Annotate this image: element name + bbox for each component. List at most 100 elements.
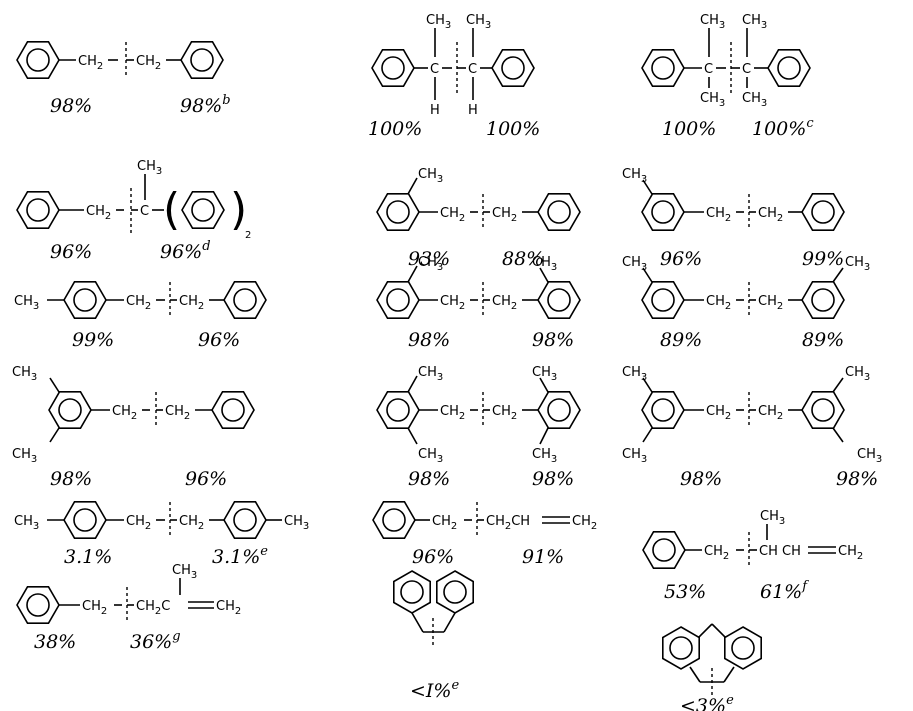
benzene-ring-icon — [223, 280, 267, 320]
svg-text:CH2: CH2 — [706, 294, 731, 312]
svg-text:CH3: CH3 — [466, 13, 491, 31]
yield-left: 100% — [368, 118, 422, 140]
svg-text:C: C — [742, 62, 751, 77]
yield-right: 96% — [185, 468, 227, 490]
yield-left: 98% — [680, 468, 722, 490]
svg-text:CH2: CH2 — [82, 599, 107, 617]
yield-left: 89% — [660, 329, 702, 351]
svg-text:CH2: CH2 — [758, 206, 783, 224]
benzene-ring-icon — [372, 500, 416, 540]
svg-text:CH3: CH3 — [284, 514, 309, 532]
svg-text:CH2: CH2 — [492, 294, 517, 312]
svg-text:CH2: CH2 — [165, 404, 190, 422]
yield-left: 53% — [664, 581, 706, 603]
benzene-ring-icon — [376, 390, 420, 430]
svg-text:C: C — [468, 62, 477, 77]
svg-text:CH2: CH2 — [440, 294, 465, 312]
molecule-3-3-dimethylbibenzyl: CH3 CH2 CH2 CH3 89% 89% — [622, 255, 870, 351]
benzene-ring-icon — [435, 570, 475, 614]
svg-text:(: ( — [163, 184, 180, 235]
yield-right: 98% — [836, 468, 878, 490]
benzene-ring-icon — [371, 48, 415, 87]
molecule-2-6-tetramethylbibenzyl: CH3 CH3 CH2 CH2 CH3 CH3 98% 98% — [376, 365, 581, 490]
benzene-ring-icon — [63, 280, 107, 320]
molecule-3-5-tetramethylbibenzyl: CH3 CH3 CH2 CH2 CH3 CH3 98% 98% — [622, 365, 882, 490]
svg-text:CH2: CH2 — [216, 599, 241, 617]
benzene-ring-icon — [723, 626, 763, 670]
svg-text:CH3: CH3 — [418, 447, 443, 465]
svg-text:CH2: CH2 — [126, 514, 151, 532]
yield-left: 93% — [408, 248, 450, 270]
yield-left: 98% — [408, 329, 450, 351]
yield-right: 98% — [532, 468, 574, 490]
svg-text:CH: CH — [759, 544, 778, 559]
svg-text:CH2: CH2 — [492, 404, 517, 422]
yield-right: <3% — [680, 695, 726, 711]
svg-text:CH2: CH2 — [838, 544, 863, 562]
svg-text:CH3: CH3 — [622, 255, 647, 273]
svg-text:): ) — [230, 184, 247, 235]
molecule-dibenzosuberane: <3%e — [661, 623, 763, 711]
yield-right: 100% — [752, 118, 806, 140]
benzene-ring-icon — [48, 390, 92, 430]
svg-text:CH3: CH3 — [857, 447, 882, 465]
molecule-2-methylbibenzyl: CH3 CH2 CH2 93% 88% — [376, 167, 581, 270]
yield-right: 89% — [802, 329, 844, 351]
svg-text:<3%e: <3%e — [680, 693, 734, 711]
molecule-triphenylpropane: CH2 C CH3 ( ) 2 96% 96%d — [16, 159, 251, 263]
svg-text:CH2: CH2 — [126, 294, 151, 312]
svg-text:CH2: CH2 — [572, 514, 597, 532]
svg-text:CH3: CH3 — [760, 509, 785, 527]
benzene-ring-icon — [537, 280, 581, 320]
yield-right: <I% — [410, 680, 451, 702]
yield-right: 98% — [180, 95, 222, 117]
benzene-ring-icon — [641, 48, 685, 87]
svg-text:H: H — [468, 103, 478, 118]
molecule-bibenzyl: CH2 CH2 98% 98%b — [16, 40, 231, 117]
yield-left: 98% — [50, 95, 92, 117]
molecule-phenylbutene: CH2 CH2CH CH2 96% 91% — [372, 500, 597, 568]
svg-text:CH2: CH2 — [440, 206, 465, 224]
svg-text:CH2: CH2 — [706, 206, 731, 224]
svg-text:2: 2 — [245, 230, 251, 241]
yield-left: 3.1% — [64, 546, 112, 568]
svg-text:CH2: CH2 — [758, 404, 783, 422]
molecule-4-4-dimethylbibenzyl: CH3 CH2 CH2 CH3 3.1% 3.1%e — [14, 500, 309, 568]
molecule-methallylbenzene: CH2 CH2C CH3 CH2 38% 36%g — [16, 563, 241, 653]
benzene-ring-icon — [63, 500, 107, 540]
benzene-ring-icon — [641, 193, 685, 231]
benzene-ring-icon — [392, 570, 432, 614]
svg-text:CH3: CH3 — [418, 365, 443, 383]
yield-left: 100% — [662, 118, 716, 140]
svg-text:100%c: 100%c — [752, 116, 814, 140]
svg-text:CH2: CH2 — [440, 404, 465, 422]
benzene-ring-icon — [801, 280, 845, 320]
yield-left: 96% — [660, 248, 702, 270]
benzene-ring-icon — [641, 390, 685, 430]
svg-text:CH3: CH3 — [532, 255, 557, 273]
svg-text:CH3: CH3 — [14, 294, 39, 312]
svg-text:CH3: CH3 — [742, 91, 767, 109]
benzene-ring-icon — [223, 500, 267, 540]
svg-text:C: C — [140, 204, 149, 219]
svg-text:CH2: CH2 — [179, 514, 204, 532]
svg-text:CH2: CH2 — [136, 54, 161, 72]
svg-text:CH2: CH2 — [432, 514, 457, 532]
svg-text:CH3: CH3 — [137, 159, 162, 177]
svg-text:CH3: CH3 — [700, 13, 725, 31]
svg-text:CH3: CH3 — [172, 563, 197, 581]
benzene-ring-icon — [537, 193, 581, 231]
svg-text:CH3: CH3 — [845, 365, 870, 383]
benzene-ring-icon — [661, 626, 701, 670]
svg-text:CH2: CH2 — [112, 404, 137, 422]
yield-right: 88% — [502, 248, 544, 270]
svg-text:CH3: CH3 — [532, 447, 557, 465]
yield-right: 96% — [160, 241, 202, 263]
yield-right: 36% — [130, 631, 172, 653]
yield-right: 3.1% — [212, 546, 260, 568]
benzene-ring-icon — [641, 280, 685, 320]
svg-text:CH3: CH3 — [418, 255, 443, 273]
yield-right: 91% — [522, 546, 564, 568]
yield-left: 38% — [34, 631, 76, 653]
yield-right: 99% — [802, 248, 844, 270]
